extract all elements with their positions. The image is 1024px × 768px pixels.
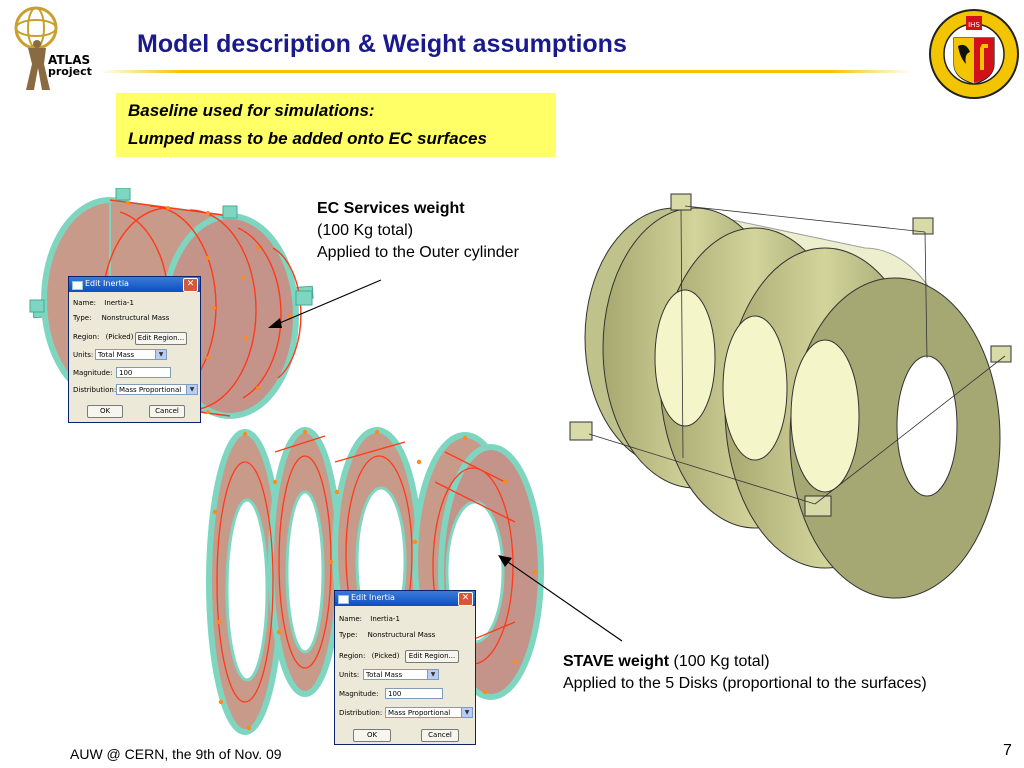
region-label: Region: [339,652,366,660]
stave-heading: STAVE weight [563,653,670,670]
close-icon[interactable]: ✕ [183,278,198,292]
page-title: Model description & Weight assumptions [137,30,627,58]
distribution-select[interactable]: Mass Proportional ▼ [385,707,473,718]
name-value: Inertia-1 [370,615,400,623]
edit-region-button[interactable]: Edit Region... [405,650,459,663]
ec-services-text: EC Services weight (100 Kg total) Applie… [317,198,519,264]
callout-line-1: Baseline used for simulations: [128,101,375,120]
type-value: Nonstructural Mass [367,631,436,639]
distribution-label: Distribution: [73,386,117,394]
close-icon[interactable]: ✕ [458,592,473,606]
window-icon [338,595,349,604]
window-icon [72,281,83,290]
name-label: Name: [339,615,363,623]
dialog-title: Edit Inertia [85,279,129,288]
region-label: Region: [73,333,100,341]
ok-button[interactable]: OK [87,405,123,418]
ec-services-heading: EC Services weight [317,200,465,217]
region-value: (Picked) [371,652,400,660]
svg-text:IHS: IHS [968,21,980,29]
stave-total: (100 Kg total) [669,653,770,670]
cancel-button[interactable]: Cancel [421,729,459,742]
dialog-title-bar[interactable]: Edit Inertia ✕ [69,277,200,292]
page-number: 7 [1003,742,1012,759]
ec-services-applied: Applied to the Outer cylinder [317,244,519,261]
ec-arrowhead [268,318,282,328]
type-value: Nonstructural Mass [101,314,170,322]
callout-line-2: Lumped mass to be added onto EC surfaces [128,129,487,148]
ec-arrow [274,279,382,326]
chevron-down-icon[interactable]: ▼ [186,385,197,394]
edit-inertia-dialog-2: Edit Inertia ✕ Name: Inertia-1 Type: Non… [334,590,476,745]
name-value: Inertia-1 [104,299,134,307]
distribution-value: Mass Proportional [119,386,182,394]
distribution-label: Distribution: [339,709,383,717]
type-label: Type: [339,631,358,639]
endcap-3d-model-image [569,193,1012,599]
footer-text: AUW @ CERN, the 9th of Nov. 09 [70,746,282,762]
dialog-title-bar[interactable]: Edit Inertia ✕ [335,591,475,606]
magnitude-input[interactable]: 100 [385,688,443,699]
name-label: Name: [73,299,97,307]
atlas-logo-text: ATLAS project [48,53,92,78]
university-seal-logo: IHS [928,8,1020,100]
stave-arrow [504,559,623,642]
units-select[interactable]: Total Mass ▼ [363,669,439,680]
chevron-down-icon[interactable]: ▼ [427,670,438,679]
type-label: Type: [73,314,92,322]
magnitude-input[interactable]: 100 [116,367,171,378]
dialog-title: Edit Inertia [351,593,395,602]
stave-arrowhead [498,555,512,567]
chevron-down-icon[interactable]: ▼ [461,708,472,717]
ok-button[interactable]: OK [353,729,391,742]
baseline-callout: Baseline used for simulations: Lumped ma… [116,93,556,157]
edit-region-button[interactable]: Edit Region... [135,332,187,345]
title-rule [100,70,912,73]
distribution-value: Mass Proportional [388,709,451,717]
chevron-down-icon[interactable]: ▼ [155,350,166,359]
stave-text: STAVE weight (100 Kg total) Applied to t… [563,651,927,695]
units-value: Total Mass [98,351,135,359]
atlas-logo: ATLAS project [6,4,92,92]
ec-services-total: (100 Kg total) [317,222,414,239]
units-value: Total Mass [366,671,403,679]
stave-applied: Applied to the 5 Disks (proportional to … [563,675,927,692]
edit-inertia-dialog-1: Edit Inertia ✕ Name: Inertia-1 Type: Non… [68,276,201,423]
units-label: Units: [339,671,360,679]
region-value: (Picked) [105,333,134,341]
units-label: Units: [73,351,94,359]
cancel-button[interactable]: Cancel [149,405,185,418]
distribution-select[interactable]: Mass Proportional ▼ [116,384,198,395]
units-select[interactable]: Total Mass ▼ [95,349,167,360]
magnitude-label: Magnitude: [73,369,113,377]
magnitude-label: Magnitude: [339,690,379,698]
